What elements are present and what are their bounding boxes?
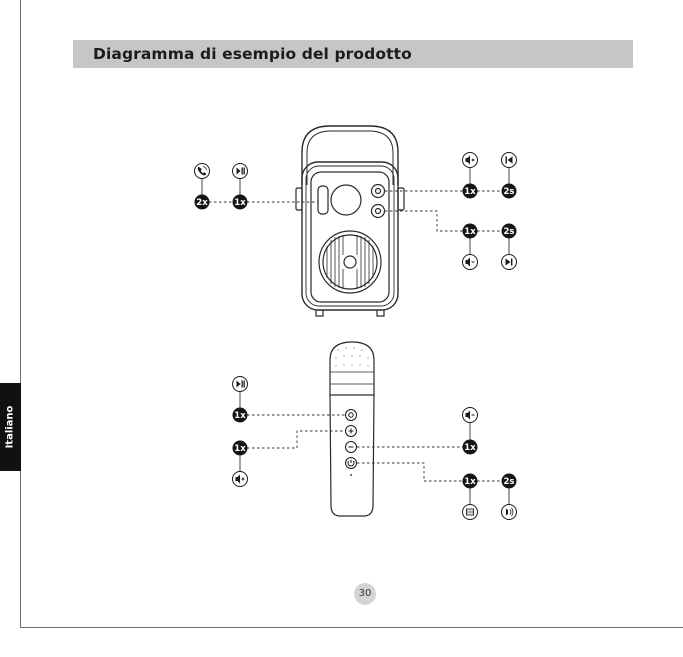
speaker-connectors: [201, 168, 510, 254]
svg-text:1x: 1x: [464, 187, 476, 197]
page-title: Diagramma di esempio del prodotto: [93, 45, 412, 63]
badge-2s-next: 2s: [501, 223, 517, 239]
volume-up-icon: [232, 471, 248, 487]
power-icon: [501, 504, 517, 520]
volume-down-icon: [462, 254, 478, 270]
svg-text:1x: 1x: [464, 227, 476, 237]
volume-up-icon: [462, 152, 478, 168]
mic-buttons: [345, 409, 357, 469]
volume-down-icon: [462, 407, 478, 423]
badge-1x-volume-down: 1x: [462, 223, 478, 239]
speaker-leader-lines: [209, 190, 501, 232]
svg-text:2s: 2s: [504, 227, 515, 237]
badge-2s-mic-power: 2s: [501, 473, 517, 489]
play-pause-icon: [232, 163, 248, 179]
previous-track-icon: [501, 152, 517, 168]
svg-text:1x: 1x: [464, 443, 476, 453]
svg-text:2s: 2s: [504, 477, 515, 487]
svg-text:1x: 1x: [234, 198, 246, 208]
badge-1x-mic-volume-down: 1x: [462, 439, 478, 455]
badge-1x-mic-volume-up: 1x: [232, 440, 248, 456]
mic-leader-lines: [247, 414, 501, 482]
svg-text:1x: 1x: [464, 477, 476, 487]
svg-text:2s: 2s: [504, 187, 515, 197]
badge-1x-mic-play: 1x: [232, 407, 248, 423]
section-title-bar: Diagramma di esempio del prodotto: [73, 40, 633, 68]
mic-connectors: [239, 391, 510, 505]
svg-text:2x: 2x: [196, 198, 208, 208]
language-tab: [0, 383, 21, 471]
phone-call-icon: [194, 163, 210, 179]
play-pause-icon: [232, 376, 248, 392]
page-border-left: [20, 0, 21, 628]
next-track-icon: [501, 254, 517, 270]
badge-2s-previous: 2s: [501, 183, 517, 199]
mic-indicator-led: [350, 474, 352, 476]
page-border-bottom: [20, 627, 683, 628]
speaker-grille-lines: [326, 235, 374, 289]
svg-text:1x: 1x: [234, 444, 246, 454]
badge-1x-play: 1x: [232, 194, 248, 210]
speaker-illustration: [295, 125, 405, 317]
microphone-illustration: [329, 341, 375, 517]
svg-text:1x: 1x: [234, 411, 246, 421]
mic-grille-dots: [335, 347, 369, 367]
badge-1x-mic-mode: 1x: [462, 473, 478, 489]
badge-2x-call: 2x: [194, 194, 210, 210]
page-number: 30: [354, 583, 376, 605]
mode-icon: [462, 504, 478, 520]
badge-1x-volume-up: 1x: [462, 183, 478, 199]
